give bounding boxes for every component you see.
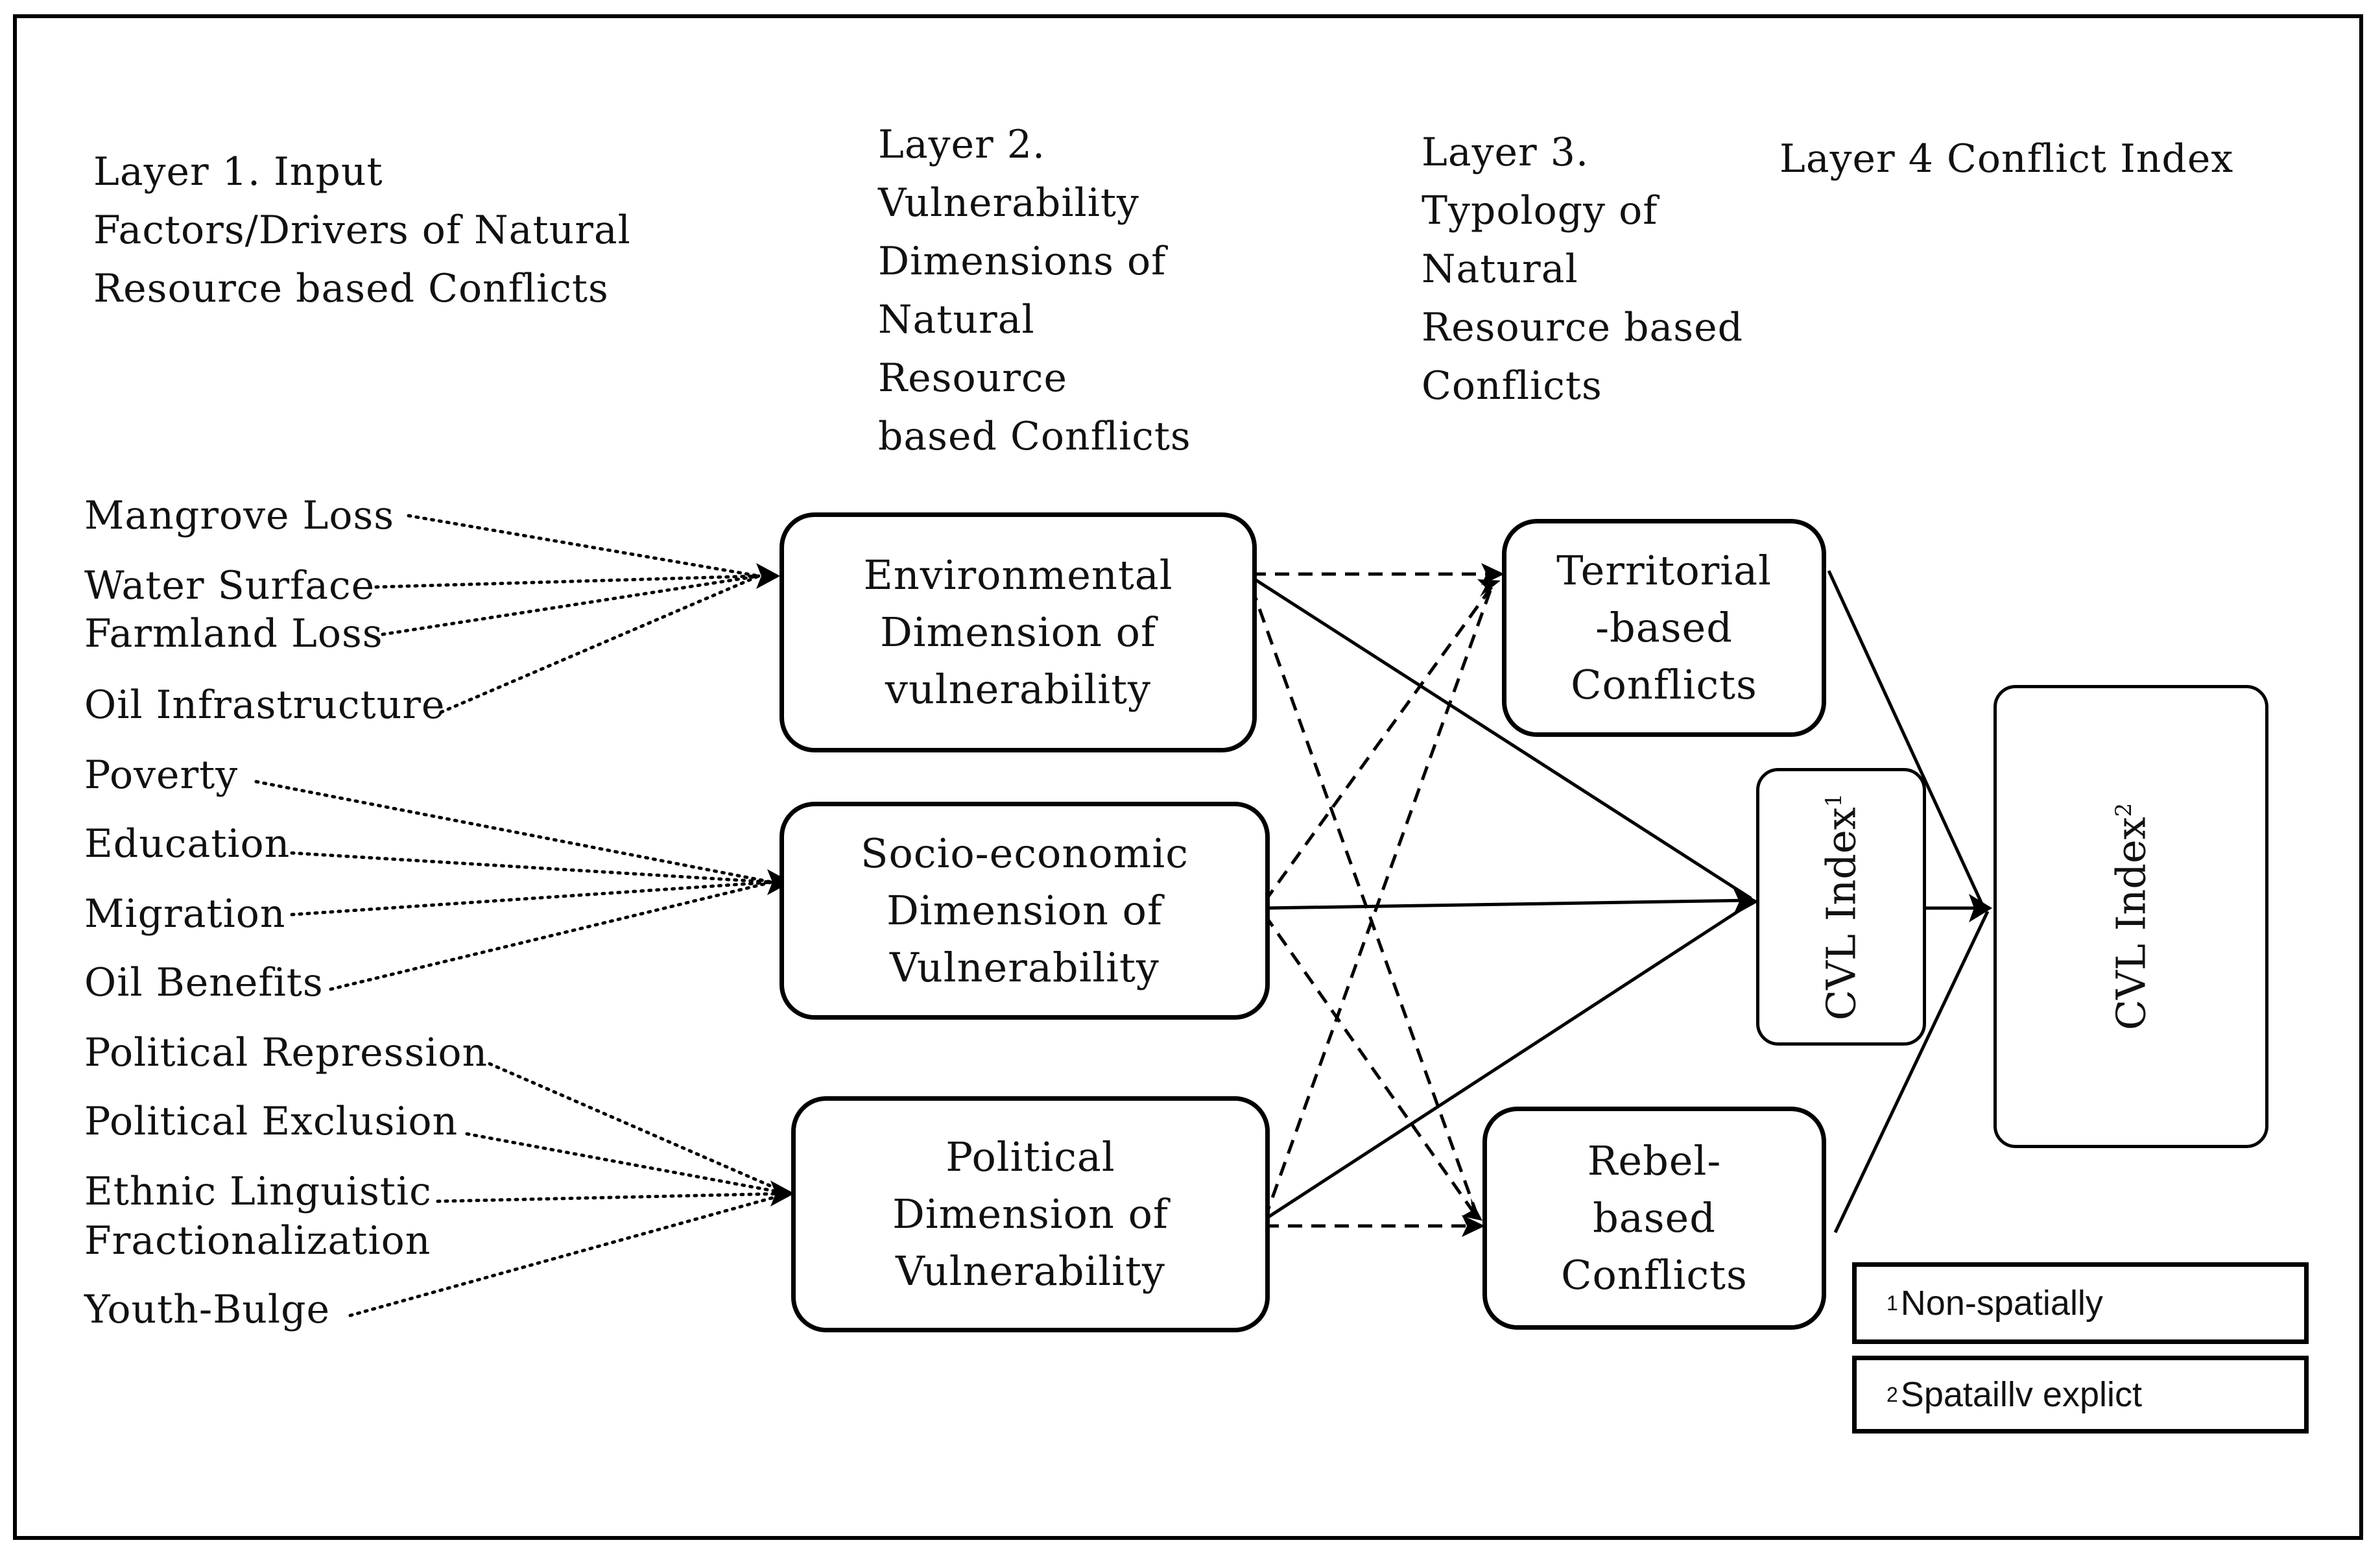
env-dimension-box: Environmental Dimension of vulnerability	[779, 512, 1257, 752]
driver-fractionalization: Fractionalization	[84, 1218, 431, 1264]
arrow-farmland-to-env	[381, 574, 761, 636]
driver-political-exclusion: Political Exclusion	[84, 1099, 458, 1144]
arrowhead-pol	[770, 1181, 794, 1206]
layer1-header: Layer 1. Input Factors/Drivers of Natura…	[93, 149, 631, 311]
driver-poverty: Poverty	[84, 752, 239, 798]
cvl-index-2-label: CVL Index2	[2107, 802, 2155, 1031]
layer3-header: Layer 3. Typology of Natural Resource ba…	[1422, 130, 1743, 409]
solid-env-to-cvl1	[1250, 575, 1752, 900]
driver-ethnic-linguistic: Ethnic Linguistic	[84, 1169, 432, 1214]
arrowhead-cvl1	[1733, 887, 1759, 916]
driver-mangrove-loss: Mangrove Loss	[84, 493, 395, 538]
dash-socio-to-rebel	[1263, 913, 1481, 1221]
arrowhead-rebel-2	[1462, 1198, 1482, 1221]
driver-migration: Migration	[84, 891, 286, 937]
dash-env-to-rebel	[1250, 586, 1481, 1220]
arrow-water-to-env	[374, 574, 761, 589]
arrow-migration-to-socio	[290, 880, 774, 917]
dash-pol-to-territorial	[1263, 586, 1493, 1220]
driver-youth-bulge: Youth-Bulge	[84, 1287, 331, 1332]
solid-socio-to-cvl1	[1264, 898, 1752, 910]
arrow-mangrove-to-env	[407, 514, 761, 578]
solid-territorial-to-cvl2	[1827, 570, 1986, 911]
cvl-index-2-box: CVL Index2	[1993, 685, 2268, 1148]
solid-rebel-to-cvl2	[1833, 910, 1990, 1234]
driver-education: Education	[84, 821, 291, 867]
arrow-repression-to-pol	[488, 1062, 790, 1195]
arrow-poverty-to-socio	[254, 780, 774, 884]
layer4-header: Layer 4 Conflict Index	[1779, 136, 2234, 182]
arrowhead-territorial-2	[1477, 579, 1501, 597]
arrowhead-socio	[767, 869, 791, 895]
driver-oil-infrastructure: Oil Infrastructure	[84, 682, 446, 728]
solid-pol-to-cvl1	[1263, 901, 1752, 1221]
driver-water-surface: Water Surface	[84, 563, 375, 608]
arrow-youth-to-pol	[348, 1192, 790, 1317]
layer2-header: Layer 2. Vulnerability Dimensions of Nat…	[878, 122, 1191, 459]
arrowhead-rebel-1	[1462, 1215, 1485, 1237]
cvl-index-1-label: CVL Index1	[1817, 793, 1865, 1021]
rebel-conflicts-box: Rebel- based Conflicts	[1482, 1107, 1826, 1330]
dash-socio-to-territorial	[1263, 586, 1493, 903]
arrow-education-to-socio	[290, 851, 774, 884]
arrowhead-env	[756, 563, 780, 589]
pol-dimension-box: Political Dimension of Vulnerability	[791, 1096, 1270, 1332]
arrow-exclusion-to-pol	[465, 1132, 790, 1195]
driver-oil-benefits: Oil Benefits	[84, 960, 324, 1005]
territorial-conflicts-box: Territorial -based Conflicts	[1502, 519, 1826, 737]
arrow-oilbenefits-to-socio	[329, 880, 774, 991]
driver-political-repression: Political Repression	[84, 1030, 488, 1075]
cvl-index-1-box: CVL Index1	[1756, 768, 1926, 1046]
figure-frame	[13, 14, 2363, 1540]
arrow-oilinfra-to-env	[439, 574, 761, 714]
socio-dimension-box: Socio-economic Dimension of Vulnerabilit…	[779, 802, 1270, 1020]
arrow-ethnic-to-pol	[436, 1192, 790, 1203]
arrowhead-cvl2	[1969, 894, 1992, 922]
arrowhead-territorial-1	[1481, 563, 1505, 585]
driver-farmland-loss: Farmland Loss	[84, 611, 383, 656]
